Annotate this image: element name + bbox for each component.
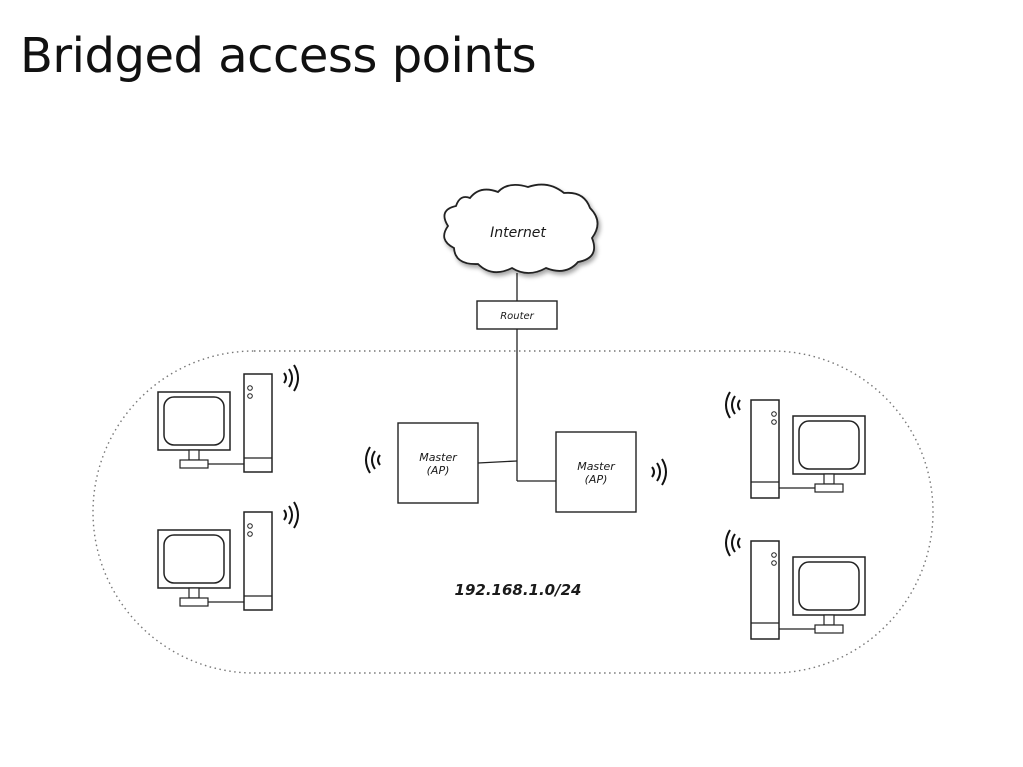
network-boundary (92, 350, 934, 674)
ap-right-label-line1: Master (577, 460, 616, 473)
router-label: Router (500, 311, 534, 322)
router-box (476, 300, 558, 330)
internet-cloud-icon (443, 183, 599, 274)
wifi-signal-icon (283, 364, 299, 392)
slide-title: Bridged access points (20, 28, 537, 84)
desktop-computer-icon (157, 373, 273, 473)
left-ap-link (477, 460, 518, 464)
ap-left-box (397, 422, 479, 504)
ap-left-label-line1: Master (419, 451, 458, 464)
wifi-signal-icon (651, 458, 667, 486)
ap-right-label-line2: (AP) (585, 473, 608, 486)
wifi-signal-icon (725, 391, 741, 419)
wifi-signal-icon (283, 501, 299, 529)
wifi-signal-icon (365, 446, 381, 474)
ap-left-label-line2: (AP) (427, 464, 450, 477)
wifi-signal-icon (725, 529, 741, 557)
desktop-computer-icon (750, 540, 866, 640)
desktop-computer-icon (157, 511, 273, 611)
ap-right-box (555, 431, 637, 513)
desktop-computer-icon (750, 399, 866, 499)
internet-label: Internet (490, 225, 546, 241)
subnet-label: 192.168.1.0/24 (455, 581, 582, 599)
